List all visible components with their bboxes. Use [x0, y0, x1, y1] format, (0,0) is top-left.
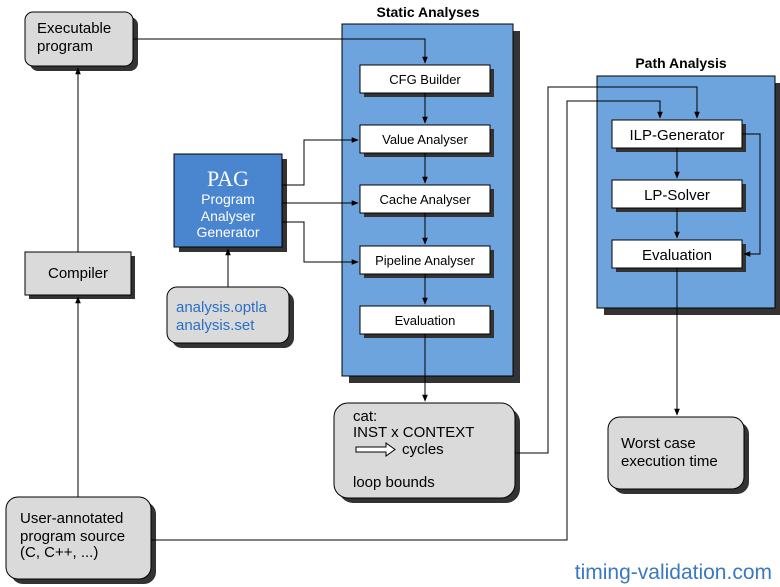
svg-text:Generator: Generator [196, 224, 259, 240]
step-cache-analyser: Cache Analyser [359, 184, 494, 217]
step-ilp-generator: ILP-Generator [611, 119, 746, 152]
static-analyses-title: Static Analyses [377, 4, 480, 20]
implies-arrow-icon [355, 442, 396, 457]
svg-text:Compiler: Compiler [48, 265, 108, 282]
svg-text:Worst case: Worst case [621, 435, 696, 452]
step-lp-solver: LP-Solver [611, 179, 746, 212]
svg-text:User-annotated: User-annotated [20, 510, 123, 527]
svg-text:INST x CONTEXT: INST x CONTEXT [353, 424, 474, 441]
svg-text:Pipeline Analyser: Pipeline Analyser [375, 253, 475, 268]
program-source-box: User-annotated program source (C, C++, .… [5, 496, 156, 584]
svg-text:program source: program source [20, 528, 125, 545]
watermark: timing-validation.com [575, 561, 772, 584]
pag-box: PAG Program Analyser Generator [173, 153, 287, 252]
svg-text:loop bounds: loop bounds [353, 474, 435, 491]
svg-text:cat:: cat: [353, 408, 377, 425]
step-pipeline-analyser: Pipeline Analyser [359, 245, 494, 278]
executable-program-box: Executable program [24, 11, 138, 71]
svg-text:cycles: cycles [402, 441, 444, 458]
svg-text:Analyser: Analyser [201, 208, 256, 224]
analysis-files-box: analysis.optla analysis.set [166, 286, 294, 348]
pag-title: PAG [207, 166, 249, 191]
svg-text:LP-Solver: LP-Solver [644, 187, 710, 204]
svg-text:execution time: execution time [621, 453, 718, 470]
svg-text:analysis.optla: analysis.optla [176, 299, 268, 316]
svg-text:Executable: Executable [37, 20, 111, 37]
svg-text:CFG Builder: CFG Builder [389, 72, 461, 87]
svg-text:Evaluation: Evaluation [395, 313, 456, 328]
step-path-evaluation: Evaluation [611, 239, 746, 272]
step-value-analyser: Value Analyser [359, 124, 494, 157]
compiler-box: Compiler [24, 251, 135, 299]
svg-text:(C, C++, ...): (C, C++, ...) [20, 544, 98, 561]
svg-text:analysis.set: analysis.set [176, 317, 255, 334]
svg-text:Value Analyser: Value Analyser [382, 132, 468, 147]
cat-box: cat: INST x CONTEXT cycles loop bounds [333, 402, 520, 503]
svg-text:ILP-Generator: ILP-Generator [629, 127, 724, 144]
path-analysis-title: Path Analysis [635, 55, 727, 71]
step-cfg-builder: CFG Builder [359, 64, 494, 97]
svg-text:Evaluation: Evaluation [642, 247, 712, 264]
step-static-evaluation: Evaluation [359, 305, 494, 338]
connectors [75, 38, 761, 541]
svg-text:Cache Analyser: Cache Analyser [379, 192, 471, 207]
svg-text:Program: Program [201, 191, 255, 207]
worst-case-box: Worst case execution time [607, 416, 749, 494]
svg-text:program: program [37, 38, 93, 55]
